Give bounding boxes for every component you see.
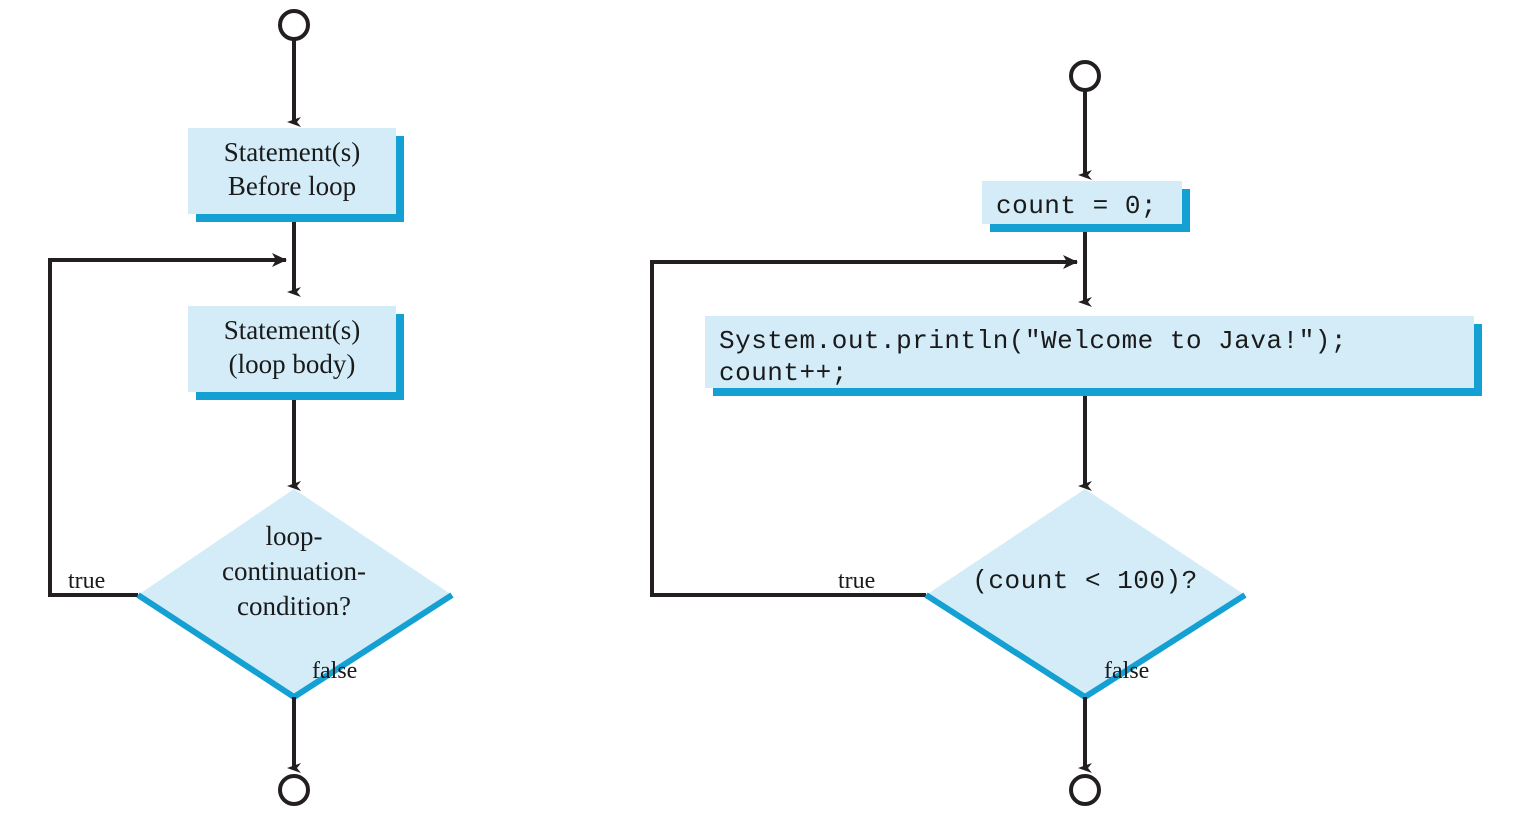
start-terminator-left <box>278 9 310 41</box>
before-loop-line-1: Statement(s) <box>224 137 360 167</box>
decision-left-line-2: continuation- <box>222 556 366 586</box>
body-code-line-2: count++; <box>719 358 848 388</box>
init-code-line-1: count = 0; <box>996 191 1157 221</box>
end-terminator-left <box>278 774 310 806</box>
decision-left-line-3: condition? <box>237 591 351 621</box>
before-loop-box-face <box>188 128 396 214</box>
edge-loop-back-true-left <box>48 253 287 597</box>
chart-welcome-to-java-example: count = 0; true System.out.println("Welc… <box>650 60 1482 806</box>
edge-label-true-right: true <box>838 568 875 594</box>
chart-generic-while-loop: Statement(s) Before loop true Statement(… <box>48 9 454 806</box>
loop-body-box-face <box>188 306 396 392</box>
edge-label-false-right: false <box>1104 658 1149 684</box>
decision-left-line-1: loop- <box>266 521 323 551</box>
loop-body-line-1: Statement(s) <box>224 315 360 345</box>
node-statements-before-loop: Statement(s) Before loop <box>188 128 404 222</box>
node-statements-loop-body: Statement(s) (loop body) <box>188 306 404 400</box>
node-loop-body-code: System.out.println("Welcome to Java!"); … <box>705 316 1482 396</box>
init-box-face <box>982 181 1182 224</box>
end-terminator-right <box>1069 774 1101 806</box>
node-loop-continuation-condition: loop- continuation- condition? <box>136 489 454 701</box>
edge-loop-back-true-right <box>650 255 1078 597</box>
node-count-less-than-100: (count < 100)? <box>924 489 1247 701</box>
decision-right-line-1: (count < 100)? <box>972 566 1197 596</box>
edge-label-true-left: true <box>68 568 105 594</box>
body-code-line-1: System.out.println("Welcome to Java!"); <box>719 326 1347 356</box>
edge-label-false-left: false <box>312 658 357 684</box>
before-loop-line-2: Before loop <box>228 171 356 201</box>
body-code-box-face <box>705 316 1474 388</box>
node-count-init: count = 0; <box>982 181 1190 232</box>
start-terminator-right <box>1069 60 1101 92</box>
loop-body-line-2: (loop body) <box>229 349 356 379</box>
